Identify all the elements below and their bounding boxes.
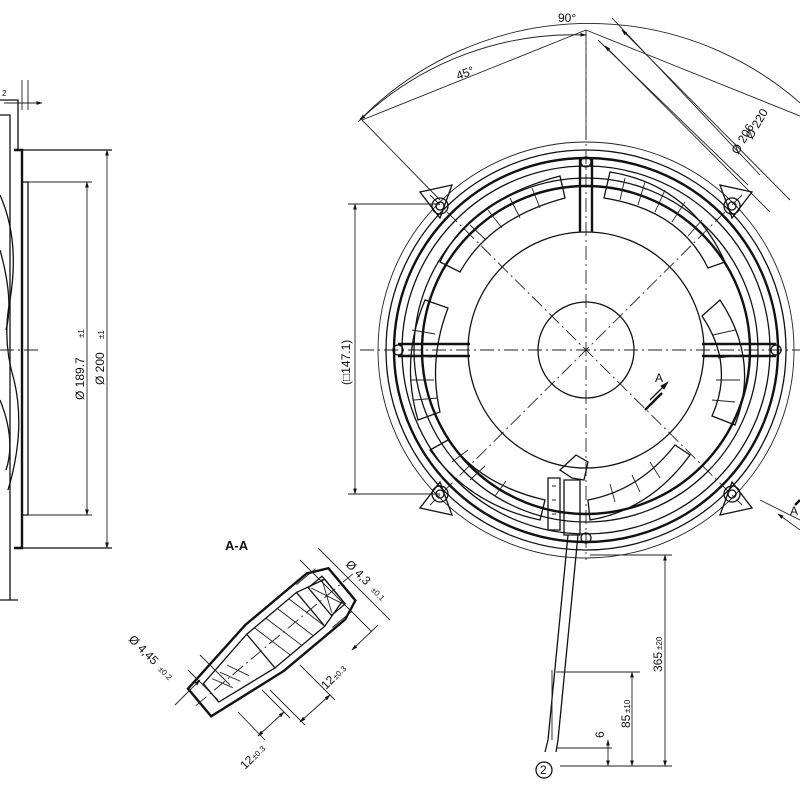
cable-callout: 2 bbox=[540, 763, 547, 777]
cable-85-tol: ±10 bbox=[623, 699, 632, 713]
angle-90-label: 90° bbox=[558, 11, 576, 25]
dim-outer-diameter: Ø 200 bbox=[93, 352, 107, 385]
section-dim-12a-tol: ±0.3 bbox=[331, 664, 349, 682]
section-dia-4-3: Ø 4,3 bbox=[343, 557, 374, 588]
section-view: A-A Ø 4,3 ±0.1 Ø 4,45 ±0.2 bbox=[126, 538, 391, 772]
section-dia-4-45: Ø 4,45 bbox=[126, 632, 162, 668]
dim-inner-diameter: Ø 189.7 bbox=[73, 357, 87, 400]
mounting-hole bbox=[723, 485, 741, 503]
cable-view: 365 ±20 85 ±10 6 2 bbox=[535, 534, 672, 779]
cable-6-label: 6 bbox=[593, 731, 607, 738]
cable-85-label: 85 bbox=[619, 714, 633, 728]
mounting-hole bbox=[723, 197, 741, 215]
dim-outer-tolerance: ±1 bbox=[97, 330, 106, 339]
dim-top-label: 2 bbox=[2, 89, 7, 98]
section-marker: A bbox=[655, 371, 663, 385]
front-view: 90° 45° Ø 220 Ø 206 (□147.1) A A bbox=[339, 11, 800, 560]
fan-blades bbox=[409, 171, 746, 521]
side-view: 2 Ø 189.7 ±1 Ø 200 ±1 bbox=[0, 80, 112, 601]
cable-365-label: 365 bbox=[651, 652, 665, 672]
section-dia-4-45-tol: ±0.2 bbox=[156, 665, 174, 683]
section-dia-4-3-tol: ±0.1 bbox=[369, 586, 387, 604]
section-dim-12b-tol: ±0.3 bbox=[250, 744, 268, 762]
section-marker-2: A bbox=[790, 504, 798, 518]
section-title: A-A bbox=[225, 538, 249, 553]
angle-45-label: 45° bbox=[454, 63, 476, 82]
dim-inner-tolerance: ±1 bbox=[77, 329, 86, 338]
square-dim-label: (□147.1) bbox=[339, 340, 353, 385]
cable-365-tol: ±20 bbox=[655, 636, 664, 650]
mounting-hole bbox=[431, 197, 449, 215]
